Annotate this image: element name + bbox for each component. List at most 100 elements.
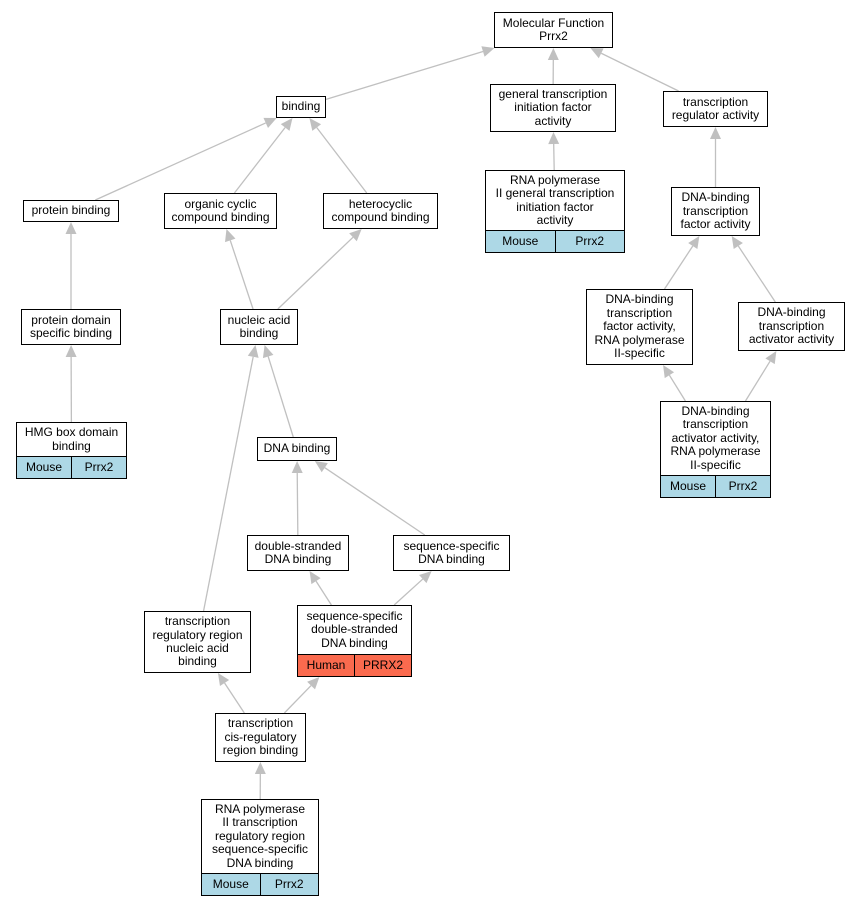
edge-ssdb-to-dnab (324, 467, 426, 536)
edge-dbtaa_rnap-to-dbtaa (744, 360, 771, 402)
node-tcrrb[interactable]: transcription cis-regulatory region bind… (215, 713, 306, 762)
node-label: nucleic acid binding (227, 312, 291, 340)
node-rnap_trr[interactable]: RNA polymerase II transcription regulato… (201, 799, 319, 896)
edge-hcb-to-binding (316, 127, 368, 194)
edge-tcrrb-to-ssdsdb (283, 685, 312, 714)
node-nab[interactable]: nucleic acid binding (220, 309, 298, 345)
node-label: RNA polymerase II general transcription … (495, 172, 615, 227)
node-label: Molecular Function Prrx2 (502, 15, 605, 43)
edge-dbtaa-to-dbtfa (737, 245, 776, 303)
node-label: double-stranded DNA binding (254, 538, 342, 566)
gene-tag: Prrx2 (715, 476, 770, 497)
node-hcb[interactable]: heterocyclic compound binding (323, 193, 438, 229)
arrowhead (262, 345, 274, 359)
node-protbind[interactable]: protein binding (23, 200, 119, 222)
edge-protbind-to-binding (95, 122, 267, 201)
arrowhead (309, 118, 322, 131)
arrowhead (663, 365, 675, 379)
arrowhead (263, 117, 277, 128)
node-dnab[interactable]: DNA binding (257, 437, 337, 461)
node-trrnab[interactable]: transcription regulatory region nucleic … (144, 611, 251, 673)
node-label: HMG box domain binding (24, 425, 119, 453)
species-tag: Mouse (17, 457, 71, 478)
node-occb[interactable]: organic cyclic compound binding (164, 193, 277, 229)
arrowhead (710, 127, 721, 139)
arrowhead (547, 48, 559, 61)
edge-dbtaa_rnap-to-dbtfa_rnap (668, 374, 686, 402)
gene-tag: Prrx2 (259, 874, 318, 895)
arrowhead (548, 132, 560, 145)
node-tra[interactable]: transcription regulator activity (663, 91, 768, 127)
edge-dnab-to-nab (267, 356, 294, 438)
edge-ssdsdb-to-ssdb (393, 578, 424, 606)
node-dbtfa[interactable]: DNA-binding transcription factor activit… (671, 187, 760, 236)
node-label: transcription regulatory region nucleic … (152, 614, 243, 669)
arrowhead (225, 229, 236, 243)
arrowhead (307, 677, 320, 690)
node-binding[interactable]: binding (276, 96, 326, 118)
node-label: transcription regulator activity (671, 94, 760, 122)
arrowhead (309, 571, 321, 585)
node-dbtaa_rnap[interactable]: DNA-binding transcription activator acti… (660, 401, 771, 498)
node-label: transcription cis-regulatory region bind… (222, 716, 299, 758)
edge-dsdb-to-dnab (296, 472, 299, 536)
gene-tag: PRRX2 (354, 655, 411, 676)
node-mf[interactable]: Molecular Function Prrx2 (494, 12, 613, 48)
node-label: DNA-binding transcription factor activit… (594, 292, 685, 361)
arrowhead (688, 236, 700, 250)
arrowhead (217, 673, 230, 687)
node-ssdb[interactable]: sequence-specific DNA binding (393, 535, 510, 571)
arrowhead (65, 222, 77, 234)
edge-dbtfa_rnap-to-dbtfa (663, 245, 694, 290)
node-dbtfa_rnap[interactable]: DNA-binding transcription factor activit… (586, 289, 693, 365)
arrowhead (590, 48, 604, 59)
edge-trrnab-to-nab (202, 356, 254, 612)
node-label: sequence-specific double-stranded DNA bi… (306, 608, 403, 650)
node-label: protein domain specific binding (29, 312, 113, 340)
node-label: heterocyclic compound binding (331, 196, 430, 224)
species-tag: Mouse (661, 476, 715, 497)
arrowhead (280, 118, 293, 131)
edge-nab-to-hcb (277, 236, 354, 310)
arrowhead (419, 571, 432, 584)
node-label: general transcription initiation factor … (498, 86, 608, 128)
arrowhead (247, 345, 259, 358)
arrowhead (349, 229, 362, 242)
arrowhead (254, 762, 266, 775)
edge-binding-to-mf (325, 50, 484, 100)
node-label: RNA polymerase II transcription regulato… (211, 801, 309, 870)
gene-tag: Prrx2 (554, 231, 624, 252)
edge-nab-to-occb (229, 240, 254, 310)
node-label: DNA binding (263, 441, 331, 456)
edge-tcrrb-to-trrnab (224, 682, 245, 714)
edge-rnapol_gtifa-to-gtifa (553, 143, 555, 171)
node-dbtaa[interactable]: DNA-binding transcription activator acti… (738, 302, 845, 351)
arrowhead (65, 345, 77, 358)
node-pdsb[interactable]: protein domain specific binding (21, 309, 121, 345)
species-tag: Mouse (486, 231, 555, 252)
gene-tag: Prrx2 (71, 457, 126, 478)
node-dsdb[interactable]: double-stranded DNA binding (247, 535, 349, 571)
arrowhead (481, 46, 495, 57)
node-label: DNA-binding transcription activator acti… (670, 403, 761, 472)
species-tag: Mouse (202, 874, 260, 895)
node-label: binding (281, 99, 321, 114)
species-tag: Human (298, 655, 354, 676)
node-label: DNA-binding transcription activator acti… (748, 305, 835, 347)
edge-ssdsdb-to-dsdb (315, 580, 332, 606)
node-rnapol_gtifa[interactable]: RNA polymerase II general transcription … (485, 170, 625, 253)
arrowhead (765, 351, 777, 365)
node-ssdsdb[interactable]: sequence-specific double-stranded DNA bi… (297, 605, 412, 677)
edge-occb-to-binding (233, 127, 286, 194)
node-gtifa[interactable]: general transcription initiation factor … (490, 84, 616, 132)
arrowhead (731, 236, 743, 250)
node-label: organic cyclic compound binding (171, 196, 270, 224)
